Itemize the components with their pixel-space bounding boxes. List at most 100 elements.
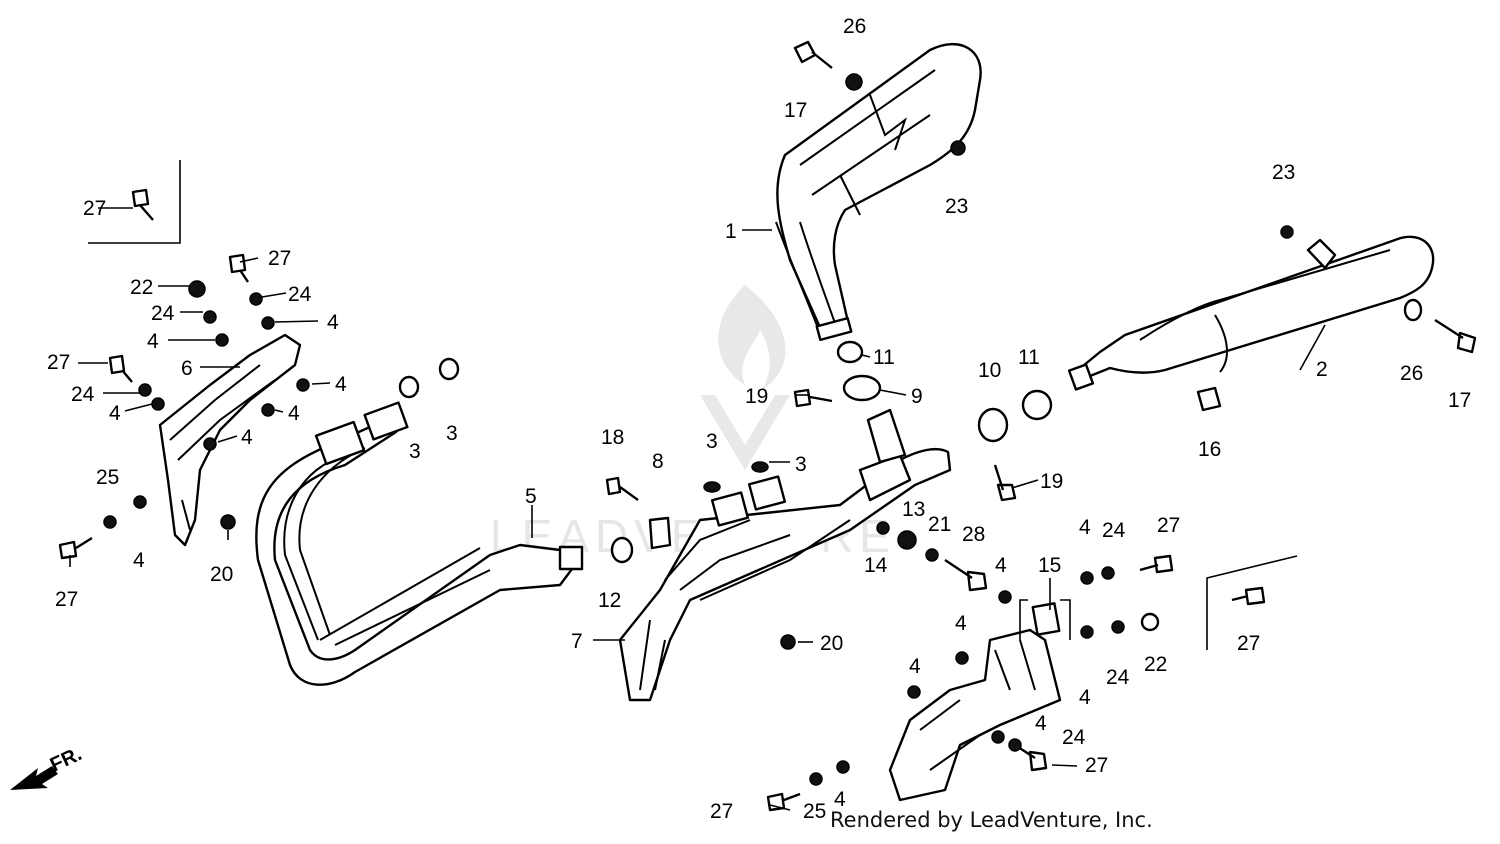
gasket-11-right (1021, 389, 1053, 421)
callout-23: 23 (945, 195, 968, 218)
callout-15: 15 (1038, 554, 1061, 577)
callout-4: 4 (1035, 712, 1047, 735)
callout-26: 26 (843, 15, 866, 38)
part-exhaust-pipe-left (255, 401, 584, 686)
callout-20: 20 (210, 563, 233, 586)
callout-6: 6 (181, 357, 193, 380)
callout-3: 3 (706, 430, 718, 453)
render-credit: Rendered by LeadVenture, Inc. (830, 808, 1153, 832)
callout-24: 24 (1102, 519, 1126, 542)
callout-11: 11 (1018, 346, 1040, 369)
callout-17: 17 (1448, 389, 1471, 412)
callout-4: 4 (288, 402, 300, 425)
joint-8 (648, 516, 672, 550)
callout-16: 16 (1198, 438, 1221, 461)
gasket-12 (610, 536, 634, 564)
nut-22-b (1140, 612, 1160, 632)
leadventure-flame-logo-icon (700, 285, 790, 470)
callout-21: 21 (928, 513, 951, 536)
callout-25: 25 (96, 466, 119, 489)
callout-4: 4 (133, 549, 145, 572)
nut-23-top (950, 140, 966, 156)
callout-27: 27 (1085, 754, 1108, 777)
bolt-17-right (1434, 318, 1477, 354)
bolt-19-right (993, 464, 1017, 502)
inset-bracket-right (1206, 555, 1298, 650)
callout-24: 24 (1062, 726, 1086, 749)
collar-13 (897, 530, 917, 550)
gasket-11-upper (836, 340, 864, 364)
part-heat-shield-bracket (158, 333, 302, 547)
callout-18: 18 (601, 426, 624, 449)
clamp-9 (842, 374, 882, 402)
callout-14: 14 (864, 554, 888, 577)
callout-24: 24 (71, 383, 95, 406)
front-direction-arrow-icon: FR. (10, 743, 85, 790)
bolt-27-inset-right (1231, 586, 1266, 606)
washer-26-top (845, 73, 863, 91)
callout-3: 3 (446, 422, 458, 445)
leader-lines (69, 207, 1326, 811)
gasket-3-a (398, 375, 420, 399)
callout-9: 9 (911, 385, 923, 408)
callout-24: 24 (151, 302, 175, 325)
callout-22: 22 (130, 276, 153, 299)
washer-21 (925, 548, 939, 562)
callout-4: 4 (909, 655, 921, 678)
collar-3-d (751, 461, 769, 473)
callout-19: 19 (1040, 470, 1063, 493)
callout-27: 27 (710, 800, 733, 823)
callout-28: 28 (962, 523, 985, 546)
gasket-3-b (438, 357, 460, 381)
callout-5: 5 (525, 485, 537, 508)
callout-17: 17 (784, 99, 807, 122)
nut-20-left (220, 514, 236, 530)
callout-4: 4 (109, 402, 121, 425)
bolt-27-d (1139, 554, 1174, 574)
callout-3: 3 (795, 453, 807, 476)
bolt-27-c (58, 536, 93, 560)
callout-13: 13 (902, 498, 925, 521)
callout-22: 22 (1144, 653, 1167, 676)
bolt-28 (944, 559, 988, 592)
callout-4: 4 (834, 788, 846, 811)
callout-4: 4 (327, 311, 339, 334)
collar-3-c (703, 481, 721, 493)
bolt-18 (605, 476, 639, 501)
callout-24: 24 (1106, 666, 1130, 689)
callout-27: 27 (1237, 632, 1260, 655)
bolt-27-f (766, 792, 801, 812)
callout-3: 3 (409, 440, 421, 463)
part-lower-pipe (888, 602, 1062, 802)
callout-25: 25 (803, 800, 826, 823)
callout-4: 4 (147, 330, 159, 353)
bolt-27-b (108, 354, 133, 383)
clamp-10 (977, 407, 1009, 443)
callout-10: 10 (978, 359, 1001, 382)
bolt-17-top (793, 40, 833, 69)
nut-22-a (188, 280, 206, 298)
bolt-27-a (228, 253, 249, 283)
callout-27: 27 (55, 588, 78, 611)
callout-27: 27 (83, 197, 106, 220)
callout-4: 4 (241, 426, 253, 449)
washer-26-right (1403, 298, 1423, 322)
callout-8: 8 (652, 450, 664, 473)
nut-23-right (1280, 225, 1294, 239)
callout-23: 23 (1272, 161, 1295, 184)
callout-labels: 1 2 3 3 3 3 4 4 4 4 4 4 4 4 4 4 4 4 4 4 … (47, 15, 1471, 823)
callout-27: 27 (268, 247, 291, 270)
callout-24: 24 (288, 283, 312, 306)
callout-2: 2 (1316, 358, 1328, 381)
washer-14 (876, 521, 890, 535)
callout-1: 1 (725, 220, 737, 243)
nut-20-mid (780, 634, 796, 650)
callout-11: 11 (873, 346, 895, 369)
bolt-19-left (793, 388, 833, 408)
washers-4-24 (103, 292, 1125, 786)
inset-bracket-left (88, 160, 181, 244)
callout-12: 12 (598, 589, 621, 612)
callout-27: 27 (47, 351, 70, 374)
callout-4: 4 (1079, 686, 1091, 709)
